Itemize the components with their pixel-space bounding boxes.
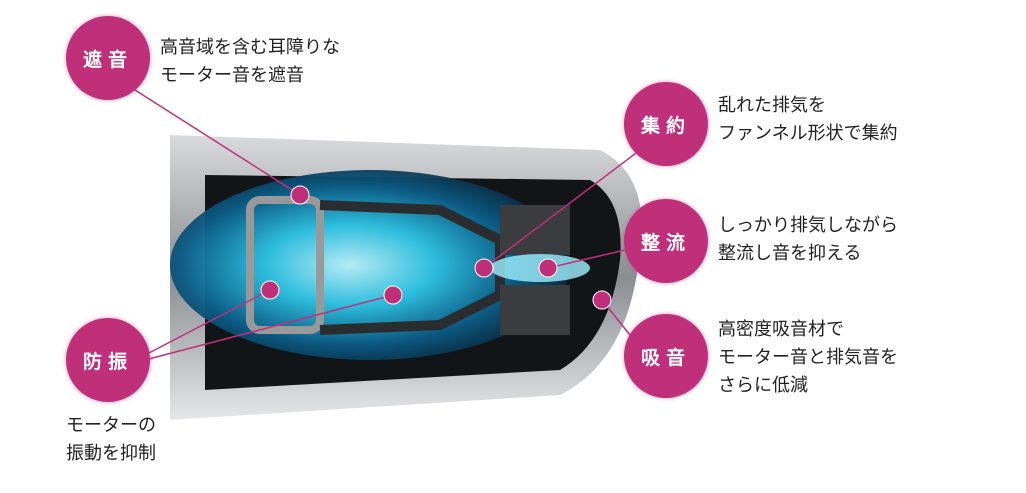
feature-badge-flow-straightening: 整流 [624, 199, 708, 283]
feature-description-sound-insulation: 高音域を含む耳障りな モーター音を遮音 [160, 37, 340, 86]
feature-description-flow-straightening: しっかり排気しながら 整流し音を抑える [718, 215, 898, 264]
feature-badge-vibration-damping: 防振 [66, 318, 150, 402]
device-body [170, 135, 642, 420]
feature-description-vibration-damping: モーターの 振動を抑制 [66, 415, 156, 464]
callout-dots [260, 185, 612, 310]
feature-description-sound-absorption: 高密度吸音材で モーター音と排気音を さらに低減 [718, 319, 898, 396]
feature-description-concentration: 乱れた排気を ファンネル形状で集約 [718, 95, 898, 144]
feature-badge-sound-absorption: 吸音 [624, 314, 708, 398]
feature-badge-sound-insulation: 遮音 [66, 16, 150, 100]
feature-badge-concentration: 集約 [624, 82, 708, 166]
callout-lines [134, 89, 641, 361]
